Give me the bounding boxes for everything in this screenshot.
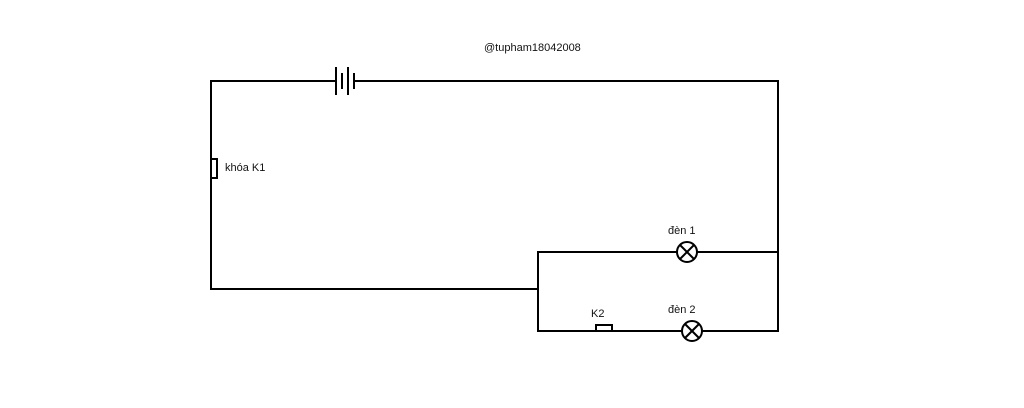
lamp-1-label: đèn 1 xyxy=(668,225,696,237)
lamp-2-label: đèn 2 xyxy=(668,304,696,316)
switch-k2[interactable]: K2 xyxy=(591,308,613,332)
switch-icon xyxy=(210,158,218,179)
lamp-1: đèn 1 xyxy=(668,225,698,263)
battery-icon xyxy=(335,67,355,95)
lamp-icon xyxy=(681,320,703,342)
outer-loop-wires xyxy=(210,80,779,332)
switch-icon xyxy=(595,324,613,332)
lamp-2: đèn 2 xyxy=(668,304,703,342)
switch-k1-label: khóa K1 xyxy=(225,162,265,174)
branch-1: đèn 1 xyxy=(537,225,779,263)
branch-2: K2 đèn 2 xyxy=(537,304,779,342)
switch-k1[interactable]: khóa K1 xyxy=(210,158,265,179)
switch-k2-label: K2 xyxy=(591,308,604,320)
lamp-icon xyxy=(676,241,698,263)
watermark-text: @tupham18042008 xyxy=(484,42,581,54)
